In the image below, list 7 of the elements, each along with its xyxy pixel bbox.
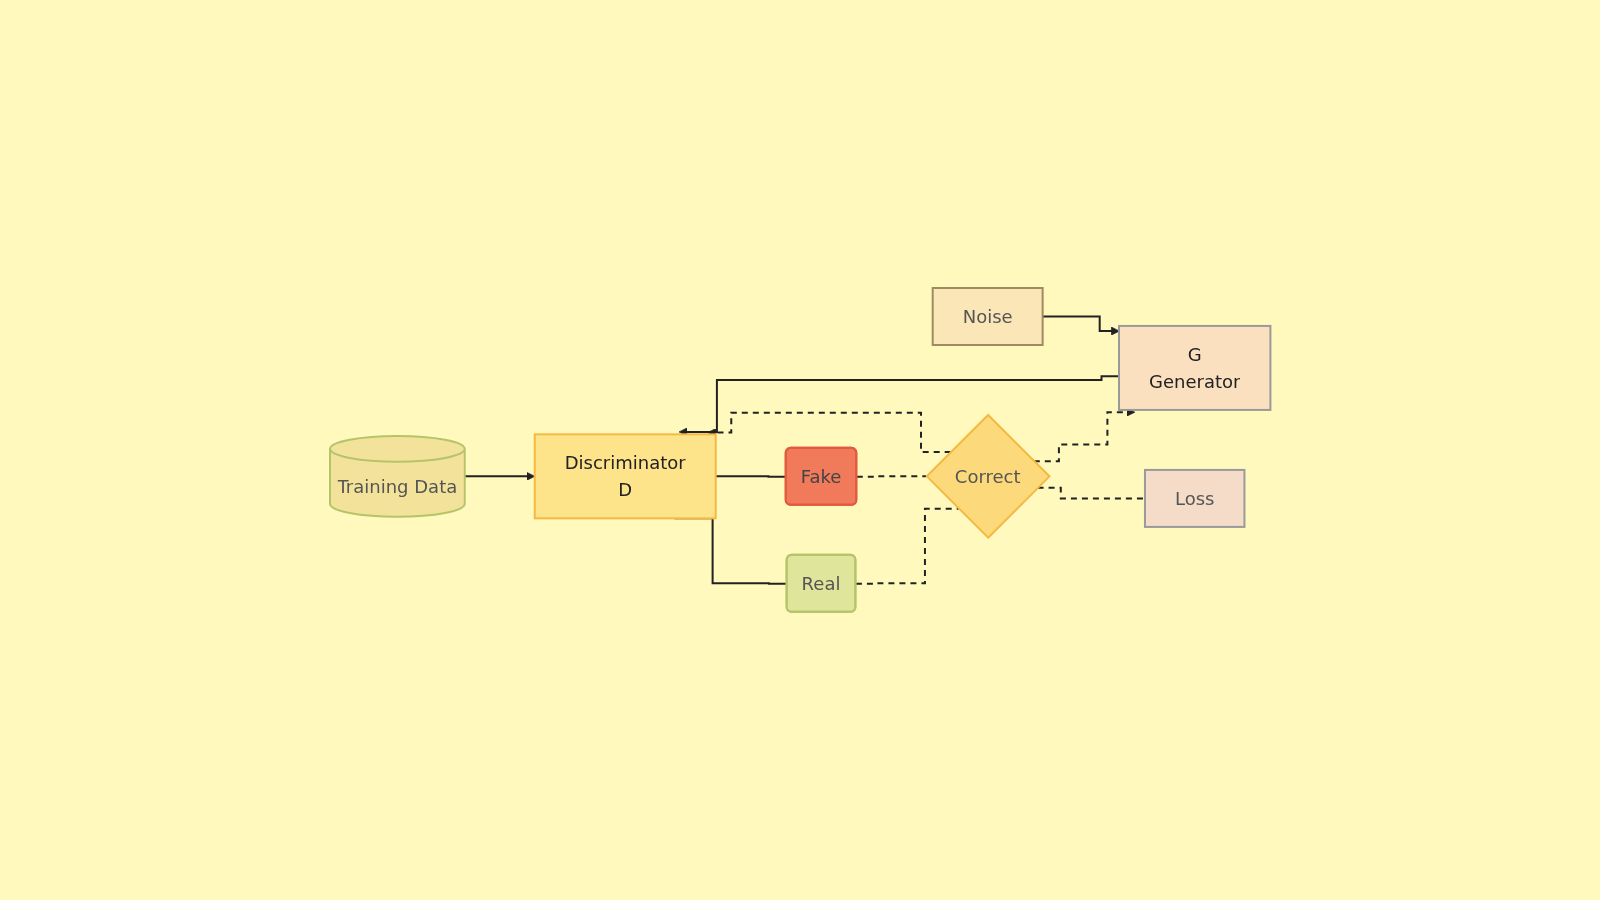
- node-box: G Generator: [1117, 325, 1272, 411]
- node-diamond: Correct: [925, 413, 1051, 540]
- arrow: [707, 411, 952, 454]
- node-box: Noise: [931, 287, 1044, 347]
- arrow: [463, 472, 535, 481]
- node-box: Loss: [1143, 469, 1246, 528]
- node-box: Discriminator D: [533, 433, 717, 520]
